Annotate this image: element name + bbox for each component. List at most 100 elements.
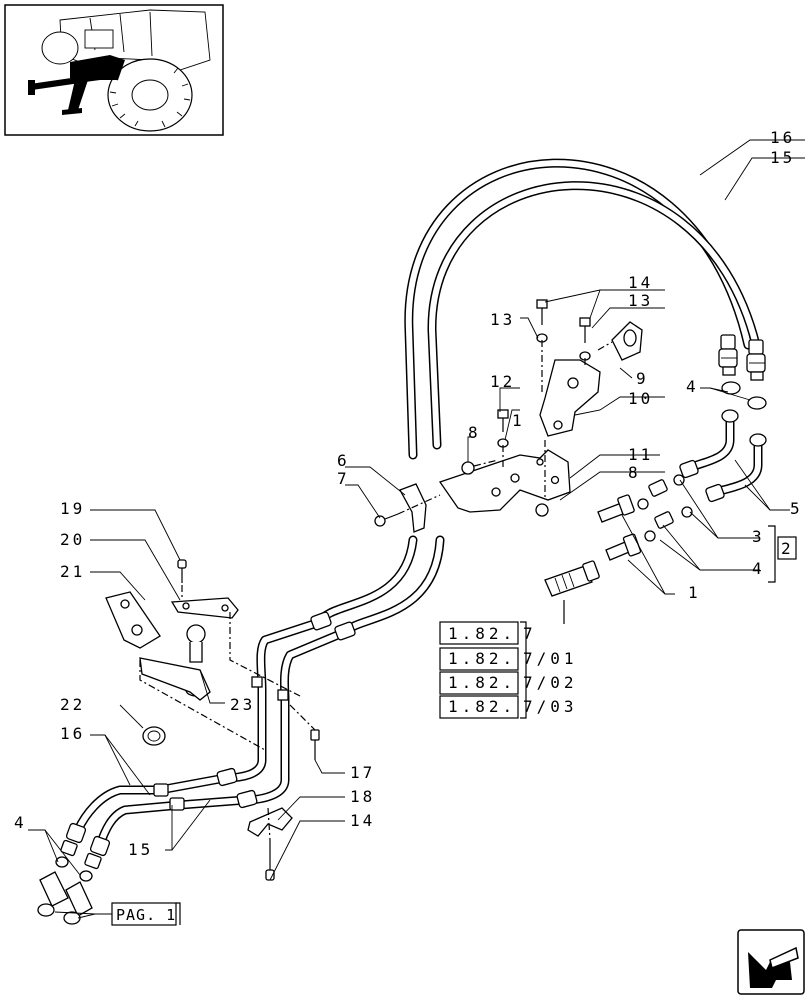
arrow-nav-icon[interactable] [737,929,805,995]
bolt-19 [177,559,187,583]
reference-box: 1.82. 7 1.82. 7/01 1.82. 7/02 1.82. 7/03 [439,600,578,719]
bracket-18 [247,807,293,837]
page-ref-text: PAG. 1 [116,906,176,924]
nut-8a [461,461,475,475]
ref-suffix-1: 7 [523,624,537,643]
lower-fitting-left [55,822,87,868]
ref-box-2[interactable] [439,647,519,671]
washer-4c [637,498,649,510]
clamp-22 [142,726,166,746]
adapter-3a [648,479,668,497]
axis-14b [267,807,271,841]
label-8-upper: 8 [468,423,481,442]
label-12: 12 [490,372,515,391]
sleeve-c [216,767,238,787]
bent-pipe-5 [679,409,767,503]
label-16-bottom: 16 [60,724,85,743]
label-20: 20 [60,530,85,549]
bolt-12 [497,409,509,448]
ref-suffix-2: 7/01 [523,649,578,668]
nut-8b [535,503,549,517]
label-8-lower: 8 [628,463,641,482]
bolt-17 [310,729,320,760]
plate-21 [105,591,161,649]
label-15-top: 15 [770,148,795,167]
label-5: 5 [790,499,803,518]
label-2: 2 [781,539,794,558]
hose-fitting-right-top [746,339,766,381]
axis-17 [289,704,316,731]
sleeve-e [153,783,169,797]
adapter-3b [654,511,674,529]
label-6: 6 [337,451,350,470]
ref-suffix-4: 7/03 [523,697,578,716]
label-22: 22 [60,695,85,714]
label-4-top: 4 [686,377,699,396]
sleeve-a [310,611,332,631]
label-7: 7 [337,469,350,488]
washer-3b [681,506,693,518]
page-ref[interactable]: PAG. 1 [111,902,181,926]
axis-21 [139,660,266,751]
bolt-14 [536,299,548,343]
bolt-14-lower [265,840,275,881]
tractor-location-thumbnail[interactable] [4,4,224,136]
label-3: 3 [752,527,765,546]
label-18: 18 [350,787,375,806]
axis-20 [229,612,301,697]
label-13-right: 13 [628,291,653,310]
hose-clip-b [277,689,289,701]
label-4-right: 4 [752,559,765,578]
label-1-upper: 1 [512,411,525,430]
lower-fitting-right [79,835,111,882]
coupler-bottom-left-b [63,881,93,925]
label-19: 19 [60,499,85,518]
sleeve-b [334,621,356,641]
bracket-lower [139,657,211,701]
hose-clip-a [251,676,263,688]
part-labels: 16 15 14 13 13 12 1 10 9 8 11 8 6 7 4 5 … [14,128,803,859]
ref-box-3[interactable] [439,671,519,695]
axis-bolt-13 [584,341,613,368]
label-9: 9 [636,369,649,388]
label-11: 11 [628,445,653,464]
label-14-top: 14 [628,273,653,292]
coupler-bottom-left-a [37,871,69,917]
hose-fitting-left-top [718,334,738,376]
ref-suffix-3: 7/02 [523,673,578,692]
ref-box-1[interactable] [439,621,519,645]
label-10: 10 [628,389,653,408]
main-bracket-11 [438,449,571,513]
washer-4b [747,396,767,410]
washer-4d [644,530,656,542]
assembly-bracket-2: 2 [768,525,797,583]
label-21: 21 [60,562,85,581]
bolt-13 [579,317,591,361]
axis-nut-8 [473,459,499,467]
bracket-10 [539,359,601,437]
ref-box-4[interactable] [439,695,519,719]
label-1-right: 1 [688,583,701,602]
quick-coupler [544,560,600,597]
ref-code-1: 1.82. [448,624,516,643]
label-16-top: 16 [770,128,795,147]
bolt-7 [374,513,399,527]
label-17: 17 [350,763,375,782]
coupler-1b [605,533,642,561]
label-4-bottom: 4 [14,813,27,832]
label-23: 23 [230,695,255,714]
ref-code-2: 1.82. [448,649,516,668]
hose-16-arch [404,158,753,460]
ref-code-4: 1.82. [448,697,516,716]
label-14-bottom: 14 [350,811,375,830]
coupler-1a [597,494,635,523]
valve-body-9 [611,321,643,361]
leader-lines [28,139,805,919]
label-13-left: 13 [490,310,515,329]
hose-15-arch [427,181,761,450]
clamp-6 [399,483,427,533]
ref-code-3: 1.82. [448,673,516,692]
sleeve-d [236,789,258,809]
